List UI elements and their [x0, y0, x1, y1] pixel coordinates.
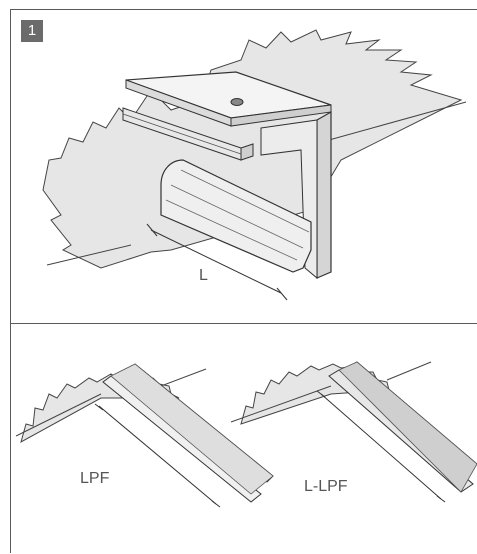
profile-screw-hole [230, 98, 244, 106]
dimension-line-L [150, 229, 282, 294]
top-panel: 1 L [10, 9, 477, 324]
lpf-profile [102, 375, 262, 503]
l-lpf-label: L-LPF [304, 478, 348, 495]
dimension-line-L-LPF [320, 393, 442, 500]
saw-cutting-lpf-illustration [15, 361, 477, 508]
saw-cutting-profile-illustration [42, 29, 467, 301]
profile-side-wall [316, 110, 332, 279]
step-number-badge: 1 [21, 20, 43, 42]
length-label: L [199, 267, 208, 284]
bottom-panel: LPF L-LPF [10, 323, 477, 553]
lpf-label: LPF [80, 470, 110, 487]
dimension-line-LPF [98, 405, 217, 505]
